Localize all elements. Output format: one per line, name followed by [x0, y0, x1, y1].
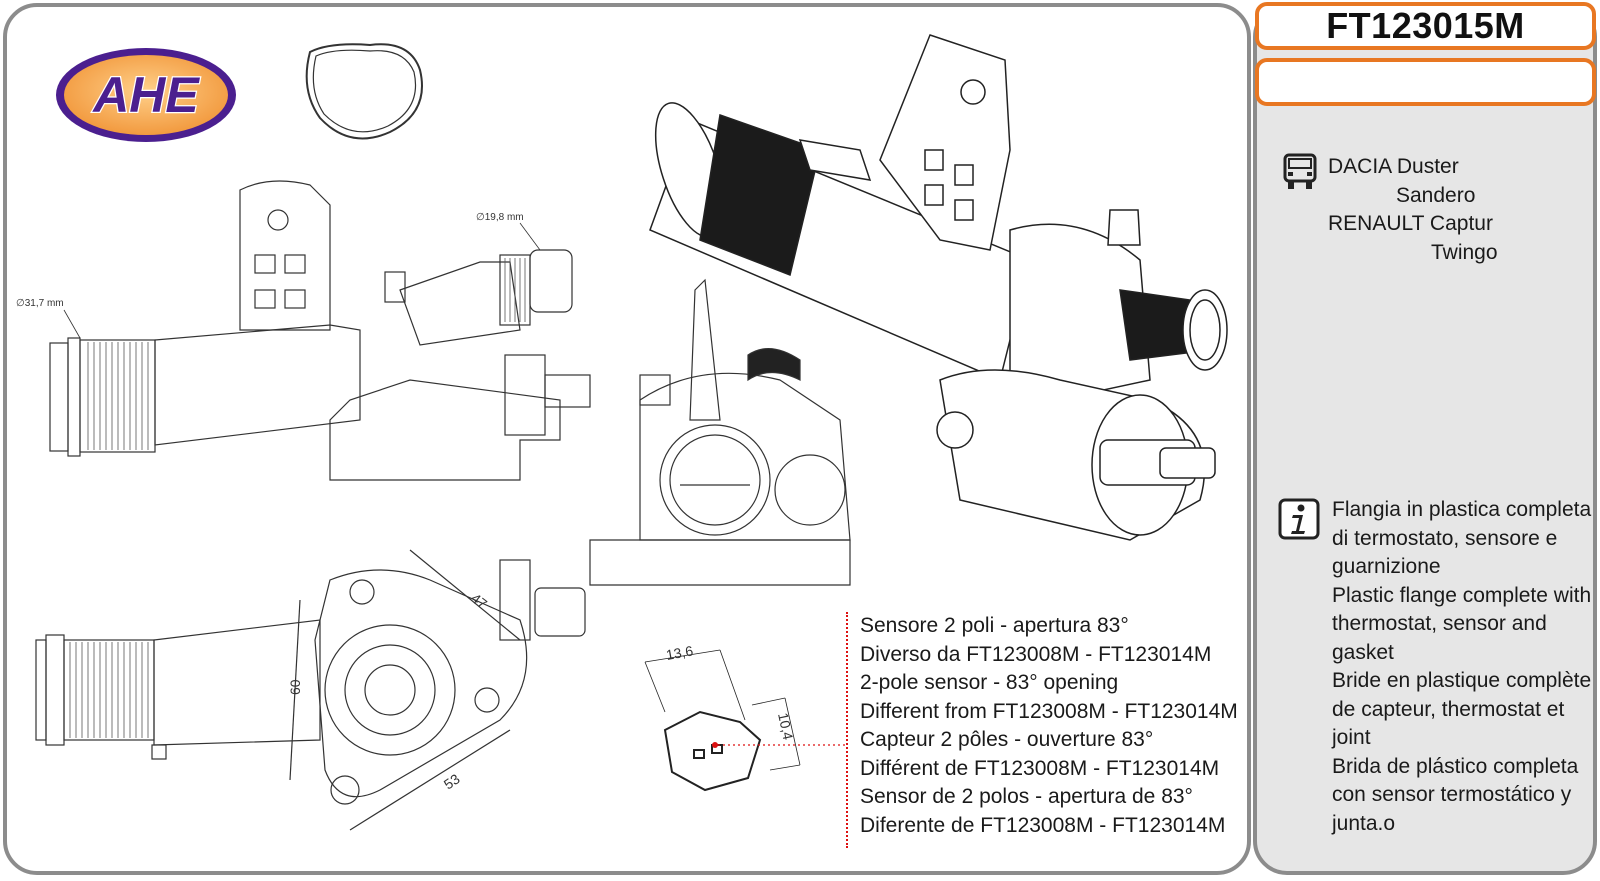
bottom-view-drawing [35, 549, 586, 831]
gasket-outline [305, 43, 423, 140]
description-line: de capteur, thermostat et [1332, 697, 1565, 721]
product-3d-render [649, 34, 1228, 541]
dimension-connector-height: 10,4 [775, 711, 796, 741]
dimension-outlet-large: ∅31,7 mm [16, 298, 64, 309]
product-description: Flangia in plastica completa di termosta… [1332, 496, 1594, 838]
description-line: Plastic flange complete with [1332, 583, 1592, 607]
vehicle-line: Sandero [1396, 183, 1476, 207]
note-line: Sensor de 2 polos - apertura de 83° [860, 785, 1193, 808]
logo-text: AHE [91, 67, 200, 123]
dimension-outlet-small: ∅19,8 mm [476, 212, 524, 223]
description-line: gasket [1332, 640, 1394, 664]
vehicle-line: RENAULT Captur [1328, 212, 1493, 235]
dimension-53: 53 [441, 770, 463, 792]
dimension-60: 60 [287, 679, 303, 695]
note-line: 2-pole sensor - 83° opening [860, 671, 1119, 694]
description-line: thermostat, sensor and [1332, 612, 1547, 635]
truck-icon [1283, 153, 1317, 189]
secondary-code-box [1255, 58, 1596, 106]
description-line: di termostato, sensore e [1332, 526, 1558, 550]
description-line: joint [1332, 726, 1371, 749]
description-line: Brida de plástico completa [1332, 754, 1579, 778]
connector-detail-drawing [644, 649, 801, 792]
info-panel [1253, 3, 1597, 875]
side-view-drawing [49, 180, 591, 481]
front-view-drawing [589, 278, 851, 586]
vehicle-line: Twingo [1431, 240, 1498, 264]
note-line: Capteur 2 pôles - ouverture 83° [860, 728, 1154, 751]
notes-block: Sensore 2 poli - apertura 83° Diverso da… [860, 612, 1238, 840]
technical-drawings: ∅31,7 mm ∅19,8 mm [16, 34, 1228, 831]
description-line: Bride en plastique complète [1332, 669, 1592, 692]
note-line: Sensore 2 poli - apertura 83° [860, 614, 1129, 637]
description-line: junta.o [1332, 811, 1396, 835]
notes-divider [846, 612, 848, 848]
note-line: Différent de FT123008M - FT123014M [860, 756, 1220, 780]
note-line: Diverso da FT123008M - FT123014M [860, 642, 1212, 666]
note-line: Diferente de FT123008M - FT123014M [860, 813, 1226, 837]
vehicle-list: DACIA Duster Sandero RENAULT Captur Twin… [1328, 153, 1588, 267]
note-line: Different from FT123008M - FT123014M [860, 699, 1238, 723]
dimension-connector-width: 13,6 [665, 642, 695, 663]
description-line: con sensor termostático y [1332, 783, 1572, 806]
dimension-47: 47 [468, 590, 490, 612]
ahe-logo: AHE [56, 48, 236, 142]
description-line: Flangia in plastica completa [1332, 498, 1592, 521]
description-line: guarnizione [1332, 555, 1441, 578]
product-code: FT123015M [1255, 2, 1596, 50]
info-icon [1278, 498, 1320, 540]
vehicle-line: DACIA Duster [1328, 155, 1459, 178]
